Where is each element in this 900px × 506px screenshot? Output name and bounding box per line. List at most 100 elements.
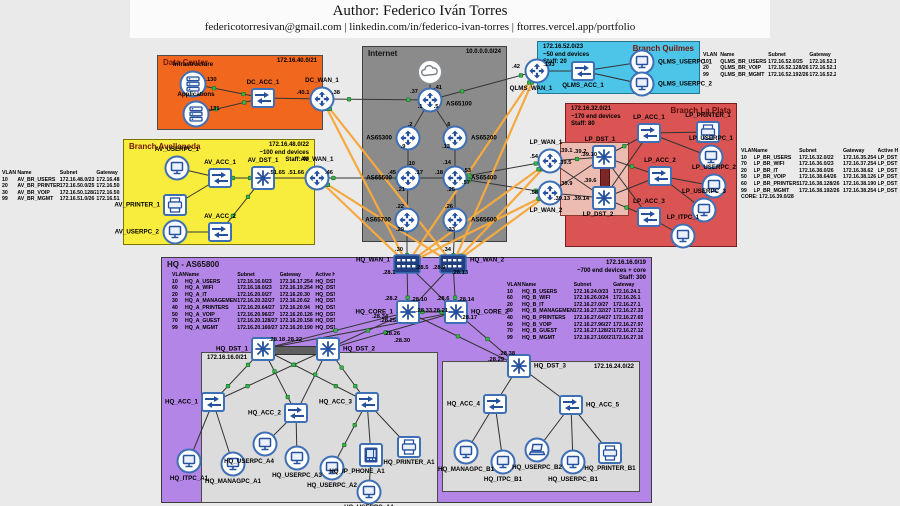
router-icon	[395, 125, 421, 151]
device-label: LP_USERPC_1	[688, 135, 734, 142]
node-av-userpc2[interactable]	[162, 219, 188, 245]
device-label: HQ_PRINTER_B1	[584, 465, 636, 472]
node-hq-userpc-a4[interactable]	[252, 431, 278, 457]
node-lp-dst2[interactable]	[592, 186, 616, 210]
ip-label: .46	[324, 170, 334, 176]
node-hq-printer-b1[interactable]	[598, 442, 622, 464]
node-hq-acc4[interactable]	[483, 394, 507, 414]
node-lp-itpc1[interactable]	[670, 223, 696, 249]
ip-label: .28.1	[382, 270, 396, 276]
node-hq-userpc-a3[interactable]	[284, 445, 310, 471]
node-hq-dst3[interactable]	[507, 354, 531, 378]
region-info: 172.16.16.0/21	[207, 355, 248, 361]
vlan-col-header: VLAN	[507, 282, 522, 288]
node-hq-wan1[interactable]	[393, 254, 421, 274]
device-label: AS65300	[366, 134, 392, 142]
node-hq-ip-phone-a1[interactable]	[359, 443, 383, 467]
pc-icon	[162, 219, 188, 245]
device-label: AV_USERPC_2	[114, 228, 159, 236]
device-label: AS65600	[471, 216, 497, 224]
node-hq-managpc-b1[interactable]	[453, 439, 479, 465]
server-icon	[182, 100, 210, 128]
node-hq-userpc-a1[interactable]	[356, 479, 382, 505]
phone-icon	[359, 443, 383, 467]
node-as65300[interactable]	[395, 125, 421, 151]
node-hq-printer-a1[interactable]	[397, 436, 421, 458]
node-hq-acc5[interactable]	[559, 395, 583, 415]
device-label: LP_PRINTER_1	[685, 112, 731, 119]
region-title: Data Center	[163, 58, 208, 67]
ip-label: .28.29	[487, 357, 505, 363]
pc-icon	[560, 449, 586, 475]
node-qlms-userpc2[interactable]	[629, 71, 655, 97]
node-lp-userpc2[interactable]	[701, 173, 727, 199]
vlan-col-header: Subnet	[799, 148, 817, 154]
switch-icon	[251, 88, 275, 108]
laptop-icon	[524, 437, 550, 463]
node-hq-userpc-b2[interactable]	[524, 437, 550, 463]
ip-label: .34	[442, 247, 452, 253]
ip-label: .10	[406, 161, 416, 167]
ip-label: .57	[461, 180, 471, 186]
device-label: AS65200	[471, 134, 497, 142]
device-label: LP_DST_1	[584, 136, 616, 143]
device-label: AV_ACC_2	[204, 213, 236, 220]
ip-label: .28.21	[431, 308, 449, 314]
ip-label: .193	[543, 62, 555, 68]
printer-icon	[163, 194, 187, 216]
ip-label: .2	[407, 122, 413, 128]
switch-icon	[637, 123, 661, 143]
ip-label: .9	[400, 144, 406, 150]
node-av-acc1[interactable]	[208, 168, 232, 188]
node-av-userpc1[interactable]	[164, 155, 190, 181]
author-title: Author: Federico Iván Torres	[332, 3, 508, 19]
node-hq-acc1[interactable]	[201, 392, 225, 412]
device-label: HQ_ACC_4	[446, 400, 480, 408]
device-label: HQ_DST_1	[216, 345, 248, 353]
device-label: LP_ACC_2	[644, 157, 676, 164]
device-label: HQ_USERPC_A1	[344, 504, 394, 506]
ip-label: .28.30	[393, 338, 411, 344]
vlan-col-header: VLAN	[172, 272, 186, 278]
ip-label: .39.1	[559, 148, 573, 154]
node-hq-acc2[interactable]	[284, 403, 308, 423]
device-label: AS65100	[446, 100, 472, 108]
pc-icon	[252, 431, 278, 457]
device-label: AS65700	[365, 216, 391, 224]
device-label: LP_USERPC_3	[681, 188, 727, 195]
ip-label: .38	[331, 90, 341, 96]
node-lp-acc2[interactable]	[648, 166, 672, 186]
vlan-col-header: Name	[753, 148, 768, 154]
vlan-col-header: Active HSRP	[877, 148, 898, 154]
node-hq-dst2[interactable]	[316, 337, 340, 361]
node-hq-itpc-a1[interactable]	[176, 448, 202, 474]
device-label: HQ_MANAGPC_A1	[204, 478, 262, 485]
node-dc-acc1[interactable]	[251, 88, 275, 108]
node-cloud[interactable]	[415, 59, 445, 85]
vlan-col-header: Subnet	[59, 170, 78, 176]
device-label: DC_WAN_1	[305, 77, 339, 84]
device-label: AV_PRINTER_1	[114, 201, 160, 209]
ip-label: .58	[529, 190, 539, 196]
node-lp-acc1[interactable]	[637, 123, 661, 143]
vlan-col-header: Name	[521, 282, 537, 288]
device-label: LP_ITPC_1	[666, 214, 700, 221]
node-hq-userpc-b1[interactable]	[560, 449, 586, 475]
node-hq-acc3[interactable]	[355, 392, 379, 412]
ip-label: .28.14	[457, 297, 475, 303]
node-lp-acc3[interactable]	[637, 207, 661, 227]
switch-icon	[571, 61, 595, 81]
ip-label: .39.2	[573, 149, 587, 155]
node-qlms-acc1[interactable]	[571, 61, 595, 81]
node-av-printer1[interactable]	[163, 194, 187, 216]
node-av-acc2[interactable]	[208, 222, 232, 242]
node-av-wan1[interactable]	[304, 165, 330, 191]
node-dc-apps[interactable]	[182, 100, 210, 128]
ip-label: .6	[445, 122, 451, 128]
